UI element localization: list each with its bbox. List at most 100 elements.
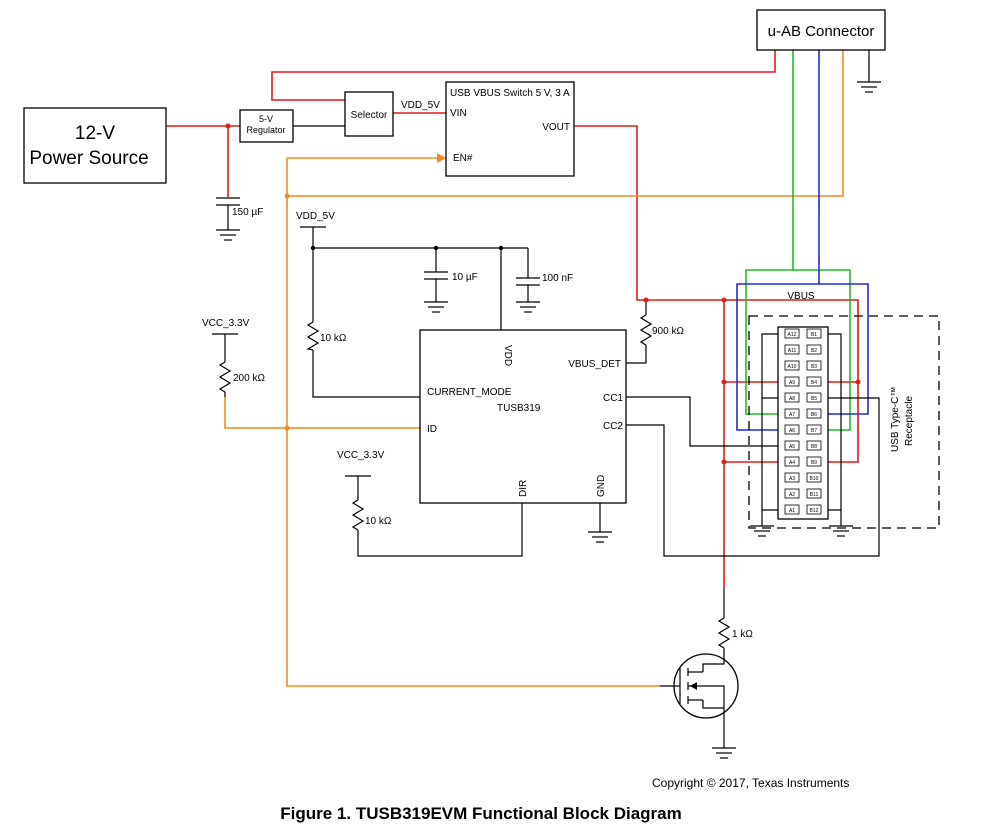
vbus-det-pin-label: VBUS_DET (568, 359, 621, 370)
vin-pin-label: VIN (450, 108, 467, 119)
vcc-33-left-rail: VCC_3.3V (202, 318, 250, 335)
cap-100n-label: 100 nF (542, 273, 573, 284)
figure-caption: Figure 1. TUSB319EVM Functional Block Di… (280, 804, 681, 823)
receptacle-pin-box (806, 328, 822, 339)
vbus-switch-block: USB VBUS Switch 5 V, 3 A VIN VOUT EN# (445, 81, 575, 177)
usb-type-c-receptacle: VBUS USB Type-C™ Receptacle A12A11A10A9A… (748, 291, 940, 529)
receptacle-pin-box (806, 360, 822, 371)
data-plus-wires (745, 50, 851, 431)
receptacle-pin-label: A11 (788, 348, 797, 354)
cc2-pin-label: CC2 (603, 421, 623, 432)
receptacle-pin-box (784, 360, 800, 371)
receptacle-label-1: USB Type-C™ (890, 387, 901, 452)
regulator-label-1: 5-V (259, 114, 273, 124)
id-pin-label: ID (427, 424, 437, 435)
receptacle-pin-box (806, 424, 822, 435)
receptacle-pin-box (784, 440, 800, 451)
capacitor-150uf: 150 µF (216, 190, 263, 241)
resistor-10k-dir: 10 kΩ (351, 499, 392, 531)
selector-block: Selector (344, 91, 394, 137)
receptacle-pin-label: B12 (810, 508, 819, 514)
power-wires (166, 50, 859, 588)
receptacle-pin-box (806, 408, 822, 419)
receptacle-pin-label: B10 (810, 476, 819, 482)
receptacle-pin-box (784, 472, 800, 483)
res-200k-label: 200 kΩ (233, 373, 265, 384)
mosfet-symbol (673, 653, 739, 719)
cap-150-label: 150 µF (232, 207, 263, 218)
resistor-1k: 1 kΩ (717, 588, 753, 649)
gnd-pin-label: GND (596, 475, 607, 497)
receptacle-pin-label: B1 (811, 332, 817, 338)
receptacle-pin-label: A2 (789, 492, 795, 498)
junction-dots-orange (284, 193, 290, 431)
receptacle-pin-label: B3 (811, 364, 817, 370)
uab-connector-block: u-AB Connector (756, 9, 886, 51)
power-source-label-1: 12-V (75, 123, 115, 144)
vcc-33-left-label: VCC_3.3V (202, 318, 250, 329)
cc1-pin-label: CC1 (603, 393, 623, 404)
ground-icon (588, 81, 881, 759)
receptacle-pin-box (784, 328, 800, 339)
receptacle-pin-box (784, 488, 800, 499)
receptacle-pin-label: B9 (811, 460, 817, 466)
res-1k-label: 1 kΩ (732, 629, 753, 640)
receptacle-pin-label: A4 (789, 460, 795, 466)
receptacle-pin-box (784, 424, 800, 435)
vbus-switch-title: USB VBUS Switch 5 V, 3 A (450, 88, 570, 99)
receptacle-pin-box (784, 392, 800, 403)
dir-pin-label: DIR (518, 480, 529, 497)
resistor-200k: 200 kΩ (218, 361, 265, 397)
res-10k-cm-label: 10 kΩ (320, 333, 347, 344)
cap-10u-label: 10 µF (452, 272, 478, 283)
receptacle-pin-box (806, 392, 822, 403)
receptacle-pin-box (784, 456, 800, 467)
receptacle-pin-label: A10 (788, 364, 797, 370)
chip-name-label: TUSB319 (497, 403, 541, 414)
resistor-10k-current-mode: 10 kΩ (306, 321, 347, 351)
current-mode-pin-label: CURRENT_MODE (427, 387, 512, 398)
capacitor-10uf: 10 µF (424, 271, 478, 313)
receptacle-pin-label: A7 (789, 412, 795, 418)
receptacle-pin-box (784, 504, 800, 515)
power-source-block: 12-V Power Source (23, 107, 167, 184)
vdd-pin-label: VDD (502, 345, 513, 366)
receptacle-pin-label: B8 (811, 444, 817, 450)
selector-label: Selector (351, 110, 388, 121)
signal-wires (224, 50, 880, 748)
vdd-5v-net-label: VDD_5V (401, 100, 440, 111)
receptacle-pin-label: A12 (788, 332, 797, 338)
receptacle-pin-box (806, 344, 822, 355)
receptacle-pin-label: A8 (789, 396, 795, 402)
receptacle-pin-label: A9 (789, 380, 795, 386)
en-arrow-icon (437, 153, 446, 163)
receptacle-pin-label: B6 (811, 412, 817, 418)
receptacle-pin-label: B7 (811, 428, 817, 434)
junction-dots-black (310, 245, 504, 251)
receptacle-pin-box (806, 376, 822, 387)
vdd-5v-rail: VDD_5V (296, 211, 335, 228)
power-source-label-2: Power Source (29, 148, 148, 169)
vcc-33-dir-label: VCC_3.3V (337, 450, 385, 461)
receptacle-pin-box (806, 456, 822, 467)
regulator-block: 5-V Regulator (239, 109, 294, 143)
copyright-text: Copyright © 2017, Texas Instruments (652, 776, 849, 790)
receptacle-pin-box (806, 440, 822, 451)
receptacle-pin-box (806, 488, 822, 499)
receptacle-pin-box (784, 376, 800, 387)
uab-connector-label: u-AB Connector (768, 23, 875, 40)
receptacle-pin-box (784, 344, 800, 355)
receptacle-label-2: Receptacle (904, 396, 915, 446)
regulator-label-2: Regulator (246, 125, 285, 135)
id-enable-wires (224, 50, 844, 687)
receptacle-pin-label: A6 (789, 428, 795, 434)
junction-dots (225, 123, 861, 465)
vbus-net-label: VBUS (787, 291, 815, 302)
data-minus-wires (736, 50, 869, 431)
res-10k-dir-label: 10 kΩ (365, 516, 392, 527)
receptacle-pin-label: A5 (789, 444, 795, 450)
receptacle-pin-box (806, 472, 822, 483)
